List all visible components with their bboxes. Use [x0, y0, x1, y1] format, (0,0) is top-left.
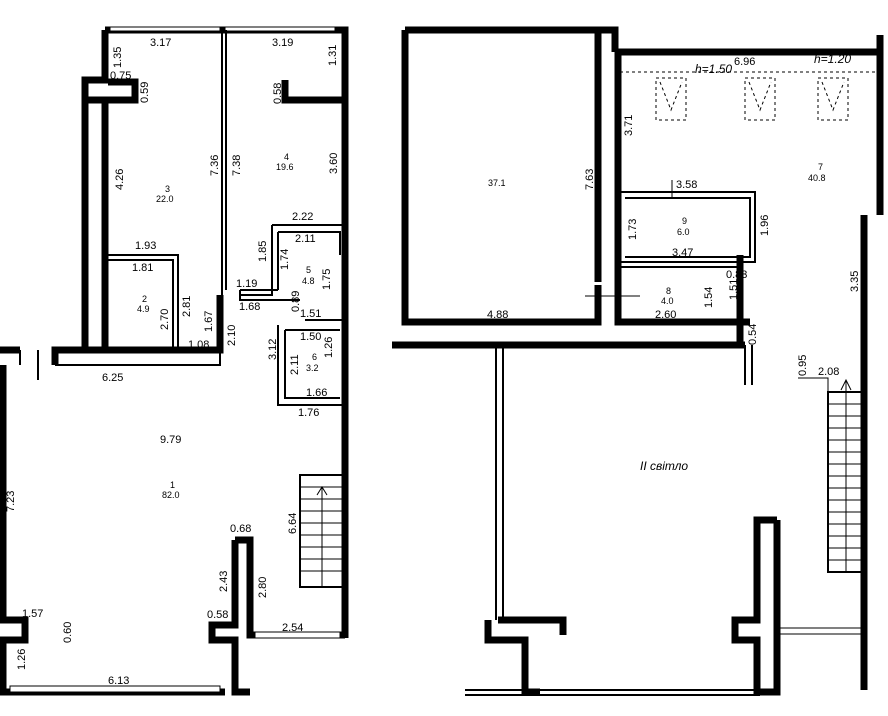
dim-label: 1.75	[321, 269, 333, 290]
dim-label: 2.10	[226, 325, 238, 346]
dim-label: 7.63	[584, 169, 596, 190]
dim-label: 6.64	[287, 513, 299, 534]
dim-label: 0.83	[726, 269, 747, 281]
room-1-area: 82.0	[162, 490, 180, 500]
dim-label: 7.38	[231, 155, 243, 176]
dim-label: 2.60	[655, 309, 676, 321]
room-8-number: 8	[666, 286, 671, 296]
dim-label: 6.13	[108, 675, 129, 687]
dim-label: 3.35	[849, 271, 861, 292]
room-2-area: 4.9	[137, 304, 150, 314]
right-staircase	[798, 377, 865, 573]
dim-label: 2.80	[257, 577, 269, 598]
dim-label: 1.66	[306, 387, 327, 399]
dim-label: 2.70	[159, 309, 171, 330]
dim-label: h=1.50	[695, 62, 732, 76]
dim-label: 3.12	[267, 339, 279, 360]
dim-label: 1.73	[627, 219, 639, 240]
dim-label: 4.88	[487, 309, 508, 321]
dim-label: 1.54	[703, 287, 715, 308]
right-plan: 37.1 7 40.8 9 6.0 8 4.0 II світло 6.96 h…	[392, 26, 884, 696]
dim-label: 1.67	[203, 311, 215, 332]
room-6-area: 3.2	[306, 363, 319, 373]
dim-label: 1.81	[132, 262, 153, 274]
room-1-number: 1	[170, 480, 175, 490]
room-7-area: 40.8	[808, 173, 826, 183]
room-8-area: 4.0	[661, 296, 674, 306]
dim-label: 0.60	[62, 622, 74, 643]
dim-label: 2.11	[289, 354, 301, 375]
dim-label: 1.96	[759, 215, 771, 236]
room-4-area: 19.6	[276, 162, 294, 172]
left-plan: 3 22.0 4 19.6 5 4.8 2 4.9 6 3.2 1 82.0 3…	[0, 26, 349, 696]
room-5-area: 4.8	[302, 276, 315, 286]
dim-label: 1.76	[298, 407, 319, 419]
room-9-number: 9	[682, 216, 687, 226]
dim-label: 1.51	[300, 308, 321, 320]
dim-label: 2.08	[818, 366, 839, 378]
dim-label: 1.93	[135, 240, 156, 252]
room-2-number: 2	[142, 294, 147, 304]
dim-label: 1.85	[257, 241, 269, 262]
dim-label: 1.74	[279, 249, 291, 270]
dim-label: 1.26	[16, 649, 28, 670]
dim-label: 7.36	[209, 155, 221, 176]
dim-label: 0.89	[290, 291, 302, 312]
dim-label: 3.47	[672, 247, 693, 259]
dim-label: 3.60	[328, 153, 340, 174]
dim-label: 0.58	[272, 83, 284, 104]
double-height-void-label: II світло	[640, 459, 688, 473]
room-5-number: 5	[306, 265, 311, 275]
room-3-area: 22.0	[156, 194, 174, 204]
dim-label: 0.54	[747, 324, 759, 345]
dim-label: 9.79	[160, 434, 181, 446]
dim-label: 2.54	[282, 622, 303, 634]
room-6-number: 6	[312, 352, 317, 362]
dim-label: 1.19	[236, 278, 257, 290]
dim-label: 2.81	[181, 296, 193, 317]
dim-label: 0.59	[139, 82, 151, 103]
dim-label: 1.35	[112, 47, 124, 68]
dim-label: 2.22	[292, 211, 313, 223]
dim-label: 1.08	[188, 339, 209, 351]
dim-label: 3.58	[676, 179, 697, 191]
room-4-number: 4	[284, 152, 289, 162]
dim-label: 0.95	[797, 355, 809, 376]
dim-label: 2.11	[295, 233, 316, 245]
dim-label: 6.96	[734, 56, 755, 68]
room-unnumbered-area: 37.1	[488, 178, 506, 188]
dim-label: 4.26	[114, 169, 126, 190]
dim-label: 0.75	[110, 70, 131, 82]
dim-label: 3.19	[272, 37, 293, 49]
dim-label: 1.51	[728, 279, 740, 300]
room-9-area: 6.0	[677, 227, 690, 237]
dim-label: 7.23	[5, 491, 17, 512]
dim-label: 0.68	[230, 523, 251, 535]
dim-label: 1.31	[327, 45, 339, 66]
dim-label: 3.17	[150, 37, 171, 49]
room-7-number: 7	[818, 162, 823, 172]
dim-label: 0.58	[207, 609, 228, 621]
dim-label: 6.25	[102, 372, 123, 384]
room-3-number: 3	[165, 184, 170, 194]
dim-label: 3.71	[623, 115, 635, 136]
dim-label: 1.50	[300, 331, 321, 343]
dim-label: 1.26	[323, 337, 335, 358]
dim-label: h=1.20	[814, 52, 851, 66]
left-staircase	[299, 474, 345, 588]
dim-label: 1.57	[22, 608, 43, 620]
dim-label: 2.43	[218, 571, 230, 592]
dim-label: 1.68	[239, 301, 260, 313]
